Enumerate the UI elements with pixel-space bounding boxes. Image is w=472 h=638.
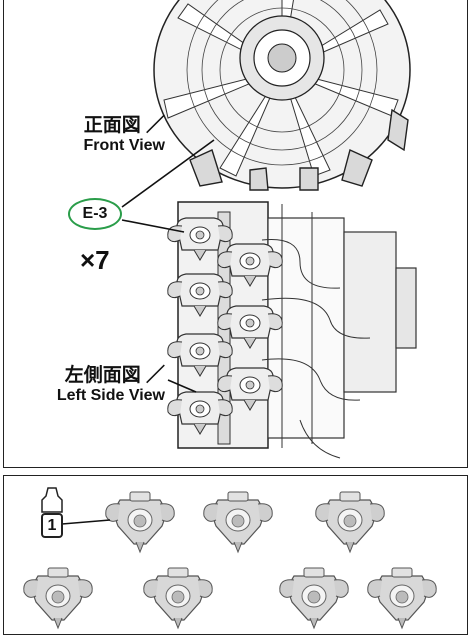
paint-bottle-icon [41,487,63,513]
paint-number-badge: 1 [41,513,63,538]
part-photos [23,491,437,629]
leader-lines [121,139,215,393]
front-view-label-jp: 正面図 ／ [83,115,165,136]
paint-leader [61,519,111,525]
front-view-label: 正面図 ／ Front View [55,115,166,156]
left-side-view-label-jp: 左側面図 ／ [64,365,165,386]
engine-side-illustration [167,201,417,459]
left-side-view-label-en: Left Side View [56,387,165,404]
part-callout: E-3 [68,198,122,230]
quantity-label: ×7 [80,245,110,275]
engine-front-illustration [153,0,411,191]
front-view-label-en: Front View [83,137,166,154]
left-side-view-label: 左側面図 ／ Left Side View [15,366,165,406]
